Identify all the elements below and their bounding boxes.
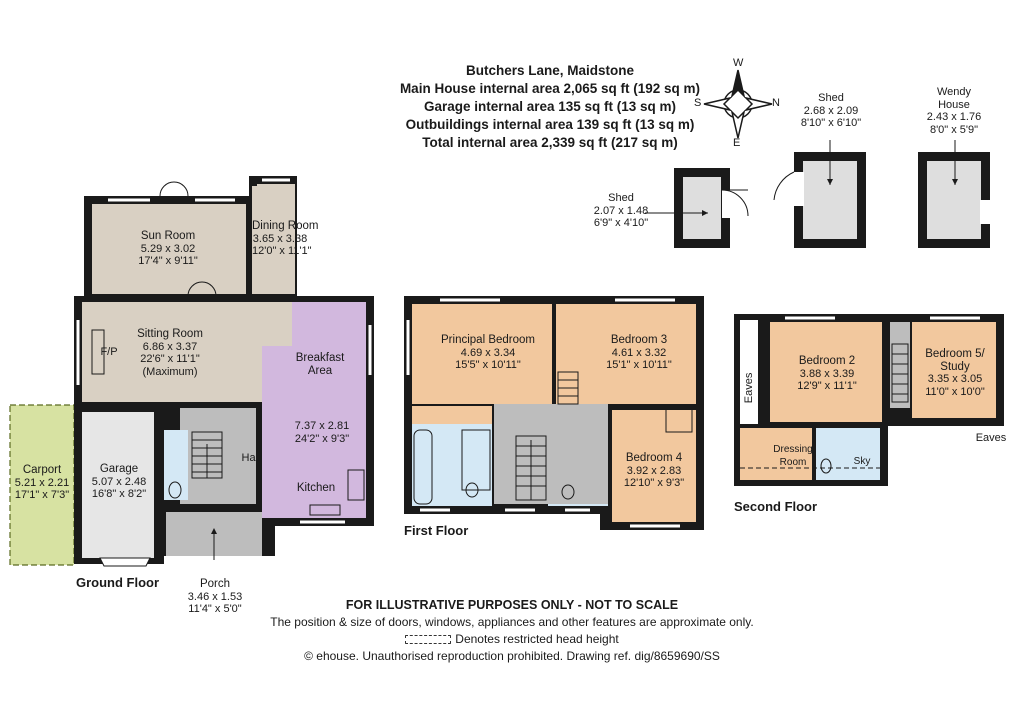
wendy-house-plan xyxy=(918,140,990,248)
eaves-left-label: Eaves xyxy=(742,372,755,404)
carport-label: Carport 5.21 x 2.21 17'1" x 7'3" xyxy=(14,464,70,501)
compass-n: N xyxy=(772,97,780,109)
sun-room-label: Sun Room 5.29 x 3.02 17'4" x 9'11" xyxy=(138,230,198,267)
second-floor-plan xyxy=(734,314,1004,486)
ground-floor-label: Ground Floor xyxy=(76,575,160,590)
restricted-height-legend: Denotes restricted head height xyxy=(150,632,874,646)
shed-large-label: Shed 2.68 x 2.09 8'10" x 6'10" xyxy=(800,92,862,129)
shed-small-plan xyxy=(645,168,749,248)
total-area: Total internal area 2,339 sq ft (217 sq … xyxy=(422,135,678,150)
bedroom-4-label: Bedroom 4 3.92 x 2.83 12'10" x 9'3" xyxy=(623,452,685,489)
main-house-area: Main House internal area 2,065 sq ft (19… xyxy=(399,81,701,96)
skylight-label: Sky xyxy=(853,456,871,467)
bedroom-3-label: Bedroom 3 4.61 x 3.32 15'1" x 10'11" xyxy=(606,334,672,371)
compass-icon xyxy=(703,69,773,139)
porch-label: Porch 3.46 x 1.53 11'4" x 5'0" xyxy=(187,578,243,615)
dining-room-label: Dining Room 3.65 x 3.38 12'0" x 11'1" xyxy=(252,220,319,257)
garage-label: Garage 5.07 x 2.48 16'8" x 8'2" xyxy=(91,463,147,500)
compass-w: W xyxy=(733,57,744,69)
hall-label: Hall xyxy=(241,452,261,464)
shed-large-plan xyxy=(773,140,866,248)
copyright-text: © ehouse. Unauthorised reproduction proh… xyxy=(304,649,720,663)
first-floor-label: First Floor xyxy=(404,523,469,538)
property-title: Butchers Lane, Maidstone xyxy=(465,63,635,78)
fireplace-label: F/P xyxy=(100,346,118,358)
ground-floor-plan xyxy=(9,176,374,567)
wendy-house-label: Wendy House 2.43 x 1.76 8'0" x 5'9" xyxy=(926,86,982,136)
kitchen-label: Kitchen xyxy=(296,482,336,494)
compass-s: S xyxy=(694,97,702,109)
bedroom-5-label: Bedroom 5/ Study 3.35 x 3.05 11'0" x 10'… xyxy=(925,348,985,398)
approximation-note: The position & size of doors, windows, a… xyxy=(270,615,754,629)
compass-e: E xyxy=(733,137,741,149)
principal-bedroom-label: Principal Bedroom 4.69 x 3.34 15'5" x 10… xyxy=(441,334,535,371)
kitchen-dimensions-label: 7.37 x 2.81 24'2" x 9'3" xyxy=(294,420,350,445)
dressing-room-label: Dressing Room xyxy=(773,444,813,468)
eaves-right-label: Eaves xyxy=(975,432,1007,444)
shed-small-label: Shed 2.07 x 1.48 6'9" x 4'10" xyxy=(593,192,649,229)
outbuildings-area: Outbuildings internal area 139 sq ft (13… xyxy=(405,117,695,132)
dashed-box-icon xyxy=(405,635,452,645)
garage-area: Garage internal area 135 sq ft (13 sq m) xyxy=(423,99,677,114)
disclaimer-text: FOR ILLUSTRATIVE PURPOSES ONLY - NOT TO … xyxy=(345,598,679,612)
sitting-room-label: Sitting Room 6.86 x 3.37 22'6" x 11'1" (… xyxy=(137,328,203,378)
first-floor-plan xyxy=(404,296,704,530)
second-floor-label: Second Floor xyxy=(734,499,818,514)
property-header: Butchers Lane, Maidstone Main House inte… xyxy=(300,62,800,152)
bedroom-2-label: Bedroom 2 3.88 x 3.39 12'9" x 11'1" xyxy=(797,355,857,392)
breakfast-area-label: Breakfast Area xyxy=(295,352,345,377)
